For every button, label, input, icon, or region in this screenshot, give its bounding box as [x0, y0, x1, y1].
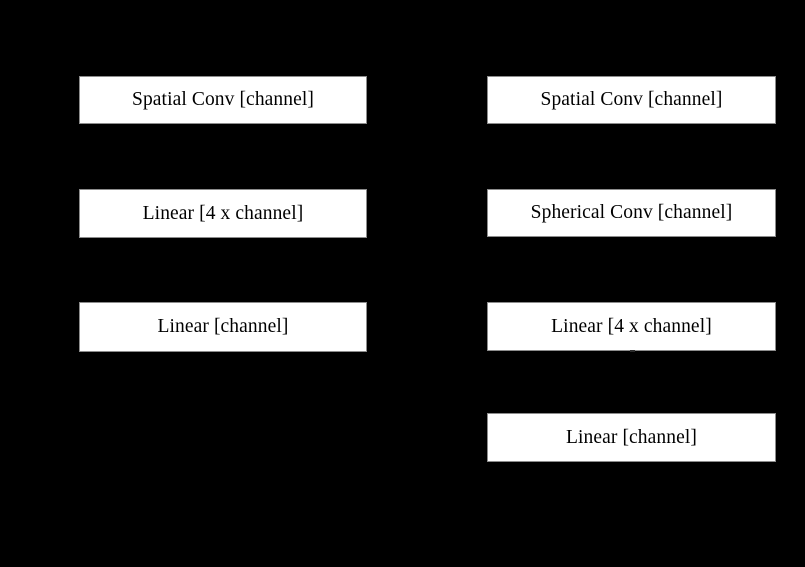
block-right-linear-channel-label: Linear [channel] — [566, 426, 697, 448]
block-right-spatial-conv-label: Spatial Conv [channel] — [540, 89, 723, 111]
block-right-linear-4x-channel[interactable]: Linear [4 x channel] — [487, 302, 776, 351]
residual-tick-mark — [630, 350, 635, 352]
diagram-column-left: Spatial Conv [channel] Linear [4 x chann… — [79, 76, 367, 352]
block-right-linear-channel[interactable]: Linear [channel] — [487, 413, 776, 462]
block-left-linear-channel[interactable]: Linear [channel] — [79, 302, 367, 352]
block-left-spatial-conv[interactable]: Spatial Conv [channel] — [79, 76, 367, 124]
block-left-spatial-conv-label: Spatial Conv [channel] — [132, 89, 314, 111]
block-right-spatial-conv[interactable]: Spatial Conv [channel] — [487, 76, 776, 124]
diagram-column-right: Spatial Conv [channel] Spherical Conv [c… — [440, 0, 805, 567]
block-left-linear-4x-channel-label: Linear [4 x channel] — [142, 202, 304, 224]
block-right-spherical-conv[interactable]: Spherical Conv [channel] — [487, 189, 776, 237]
block-left-linear-4x-channel[interactable]: Linear [4 x channel] — [79, 189, 367, 238]
block-right-spherical-conv-label: Spherical Conv [channel] — [530, 202, 733, 224]
block-left-linear-channel-label: Linear [channel] — [157, 316, 289, 338]
block-right-linear-4x-channel-label: Linear [4 x channel] — [551, 315, 712, 337]
